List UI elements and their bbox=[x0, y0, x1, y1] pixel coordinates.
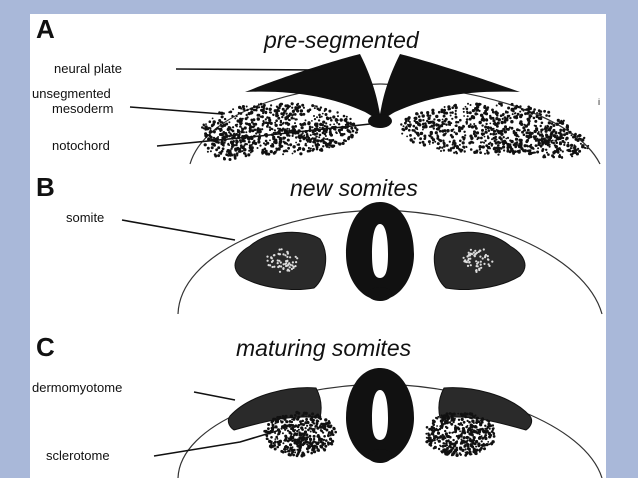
label-unsegmented-line1: unsegmented bbox=[32, 86, 111, 101]
panel-b-title: new somites bbox=[290, 175, 418, 201]
label-unsegmented-line2: mesoderm bbox=[52, 101, 113, 116]
somite-core-right-b bbox=[462, 248, 494, 273]
somite-right-b bbox=[433, 231, 526, 290]
label-sclerotome: sclerotome bbox=[46, 448, 110, 463]
panel-c-letter: C bbox=[36, 332, 55, 362]
notochord-b-shape bbox=[368, 287, 392, 301]
label-dermomyotome: dermomyotome bbox=[32, 380, 122, 395]
sclerotome-shape bbox=[263, 410, 496, 458]
notochord-c-shape bbox=[368, 449, 392, 463]
edge-mark: ᵢ bbox=[598, 92, 600, 107]
leader-dermomyotome bbox=[193, 391, 236, 401]
panel-c: C maturing somites dermomyotome scleroto… bbox=[32, 332, 603, 478]
leader-unsegmented-mesoderm bbox=[129, 106, 223, 115]
unsegmented-mesoderm-shape bbox=[201, 102, 590, 161]
leader-notochord bbox=[156, 123, 371, 147]
label-notochord: notochord bbox=[52, 138, 110, 153]
panel-a-title: pre-segmented bbox=[263, 27, 420, 53]
somite-development-diagram: A pre-segmented neural plate unsegmented… bbox=[32, 14, 603, 478]
label-neural-plate: neural plate bbox=[54, 61, 122, 76]
diagram-panel: A pre-segmented neural plate unsegmented… bbox=[30, 14, 606, 478]
panel-b: B new somites somite bbox=[36, 172, 603, 315]
panel-a-letter: A bbox=[36, 14, 55, 44]
neural-plate-shape bbox=[245, 54, 520, 122]
neural-tube-c-shape bbox=[346, 368, 414, 462]
somite-core-left-b bbox=[266, 248, 299, 273]
leader-sclerotome bbox=[153, 429, 281, 457]
dermomyotome-right bbox=[438, 387, 533, 431]
neural-tube-b-shape bbox=[346, 202, 414, 300]
panel-a: A pre-segmented neural plate unsegmented… bbox=[32, 14, 601, 165]
leader-somite bbox=[121, 219, 236, 241]
panel-b-letter: B bbox=[36, 172, 55, 202]
label-somite: somite bbox=[66, 210, 104, 225]
leader-neural-plate bbox=[175, 68, 321, 71]
panel-c-title: maturing somites bbox=[236, 335, 412, 361]
notochord-a-shape bbox=[368, 114, 392, 128]
